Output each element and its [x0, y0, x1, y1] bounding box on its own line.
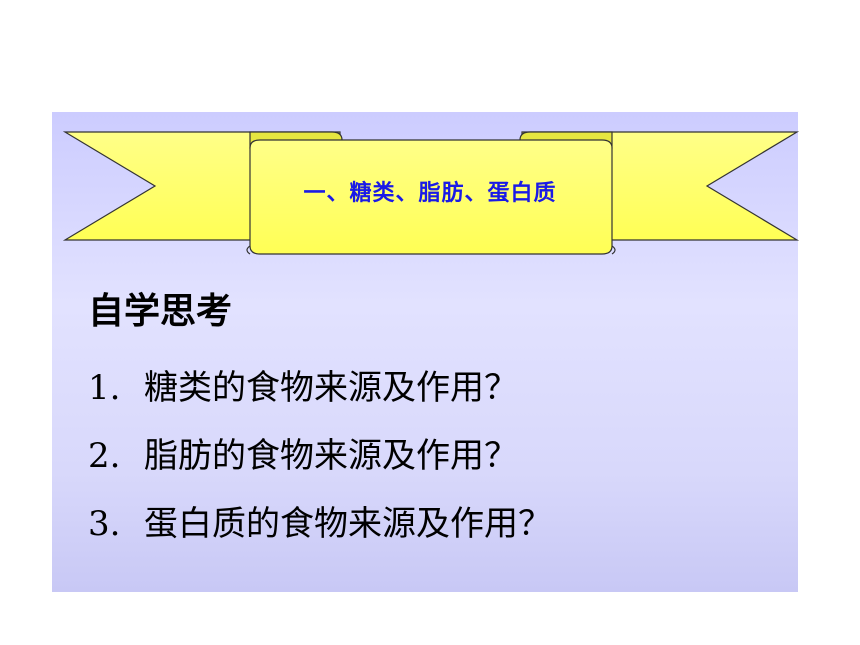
question-text: 脂肪的食物来源及作用？ — [144, 436, 518, 476]
ribbon-banner — [62, 131, 800, 255]
question-number: 3. — [88, 504, 121, 544]
question-item: 2. 脂肪的食物来源及作用？ — [88, 439, 552, 473]
question-item: 3. 蛋白质的食物来源及作用？ — [88, 507, 552, 541]
question-item: 1. 糖类的食物来源及作用？ — [88, 371, 552, 405]
question-text: 糖类的食物来源及作用？ — [144, 368, 518, 408]
question-number: 2. — [88, 436, 121, 476]
question-number: 1. — [88, 368, 121, 408]
section-heading: 自学思考 — [88, 290, 233, 332]
question-text: 蛋白质的食物来源及作用？ — [144, 504, 552, 544]
content-area: 自学思考 1. 糖类的食物来源及作用？ 2. 脂肪的食物来源及作用？ 3. 蛋白… — [88, 285, 552, 541]
question-list: 1. 糖类的食物来源及作用？ 2. 脂肪的食物来源及作用？ 3. 蛋白质的食物来… — [88, 371, 552, 541]
ribbon-left-curl — [246, 245, 251, 255]
ribbon-right-curl — [611, 245, 616, 255]
banner-title: 一、糖类、脂肪、蛋白质 — [303, 181, 557, 206]
